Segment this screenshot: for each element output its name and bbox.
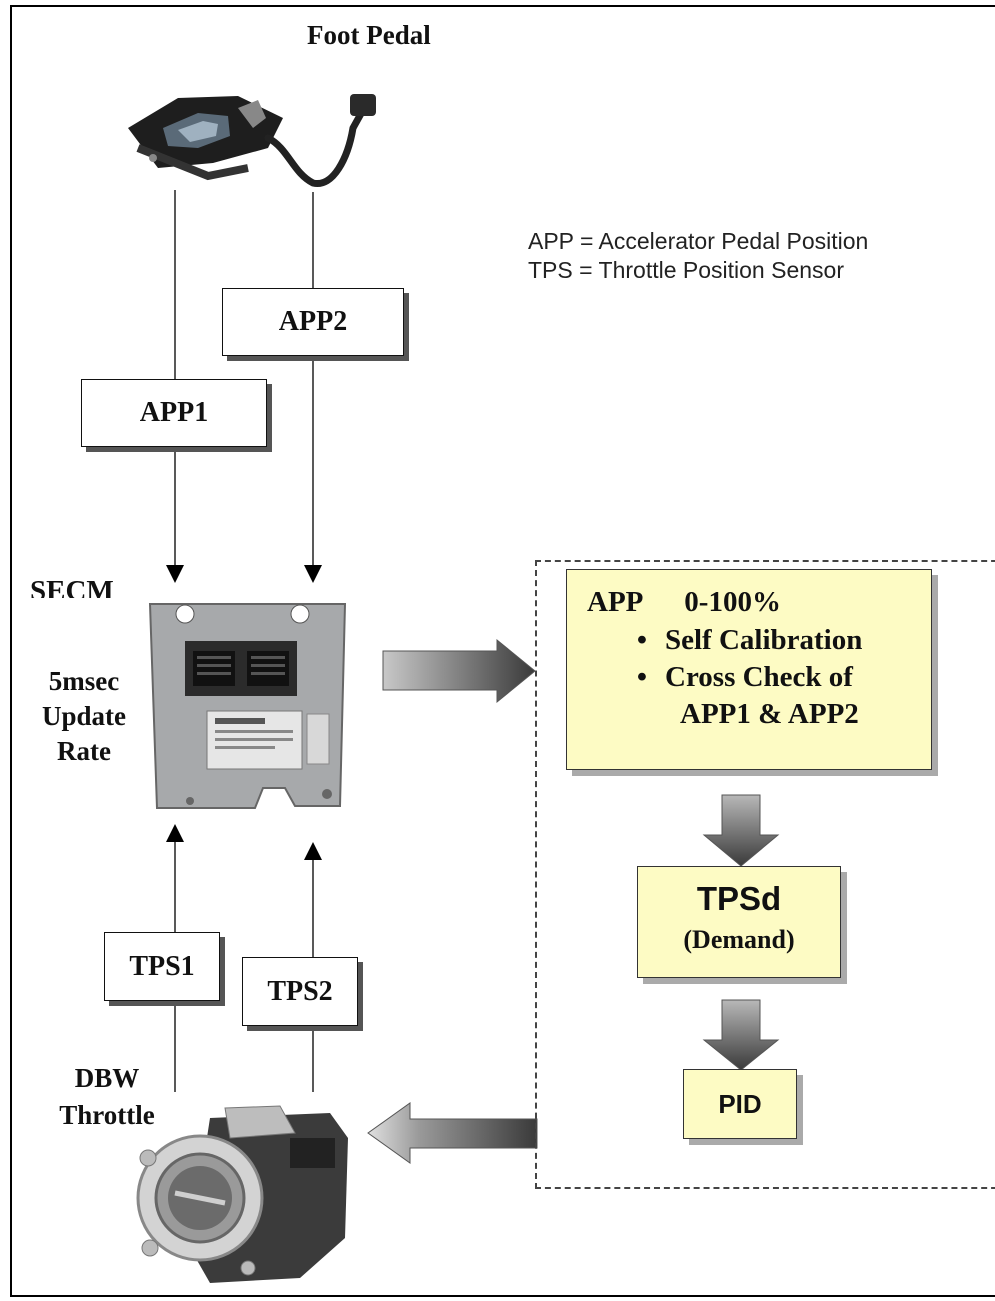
app-processing-box: APP 0-100% • Self Calibration • Cross Ch… xyxy=(566,569,932,770)
tps2-signal-box: TPS2 xyxy=(242,957,358,1026)
bullet-dot-icon: • xyxy=(636,624,648,656)
dbw-throttle-line-1: DBW xyxy=(74,1063,140,1093)
app-range: 0-100% xyxy=(684,586,781,618)
frame-bottom-border xyxy=(10,1295,995,1297)
tpsd-to-pid-arrow xyxy=(702,999,780,1071)
app-bullet-2-continuation: APP1 & APP2 xyxy=(680,698,859,730)
secm-to-app-arrow xyxy=(382,638,536,704)
foot-pedal-image xyxy=(128,94,376,187)
foot-pedal-title: Foot Pedal xyxy=(307,20,431,50)
tpsd-demand-box: TPSd (Demand) xyxy=(637,866,841,978)
update-rate-label: 5msec Update Rate xyxy=(30,664,138,769)
app1-arrowhead xyxy=(166,565,184,583)
app-bullet-2: • Cross Check of xyxy=(619,661,853,694)
dbw-throttle-label: DBW Throttle xyxy=(48,1060,166,1134)
app-heading: APP 0-100% xyxy=(587,586,781,619)
update-rate-line-1: 5msec xyxy=(48,666,120,696)
app-heading-label: APP xyxy=(587,586,642,618)
app-bullet-1-text: Self Calibration xyxy=(665,624,863,656)
app-to-tpsd-arrow xyxy=(702,794,780,867)
pid-box: PID xyxy=(683,1069,797,1139)
update-rate-line-3: Rate xyxy=(57,736,111,766)
dbw-throttle-line-2: Throttle xyxy=(59,1100,155,1130)
frame-top-border xyxy=(10,5,995,7)
app-bullet-2-text: Cross Check of xyxy=(665,661,853,693)
secm-label: SECM xyxy=(30,575,114,598)
tps1-arrowhead xyxy=(166,824,184,842)
frame-left-border xyxy=(10,5,12,1297)
legend-tps-definition: TPS = Throttle Position Sensor xyxy=(528,257,844,283)
tps1-signal-box: TPS1 xyxy=(104,932,220,1001)
tpsd-subtitle: (Demand) xyxy=(683,925,795,954)
pid-to-throttle-arrow xyxy=(367,1102,538,1164)
app1-signal-box: APP1 xyxy=(81,379,267,447)
tps2-arrowhead xyxy=(304,842,322,860)
secm-module-image xyxy=(148,603,347,809)
app2-arrowhead xyxy=(304,565,322,583)
update-rate-line-2: Update xyxy=(41,701,126,731)
app-bullet-1: • Self Calibration xyxy=(619,624,862,657)
throttle-body-image xyxy=(136,1105,348,1283)
secm-processing-region xyxy=(535,560,995,1189)
bullet-dot-icon: • xyxy=(636,661,648,693)
legend-app-definition: APP = Accelerator Pedal Position xyxy=(528,228,869,254)
tpsd-title: TPSd xyxy=(696,880,782,917)
app2-signal-box: APP2 xyxy=(222,288,404,356)
